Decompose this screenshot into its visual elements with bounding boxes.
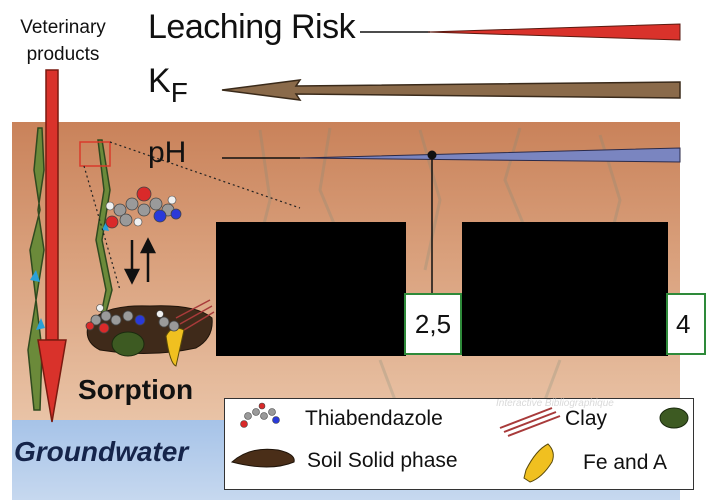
legend-clay-label: Clay <box>565 407 608 430</box>
equilibrium-arrows <box>123 237 157 285</box>
soil-cracks <box>27 127 113 411</box>
legend-thiabendazole-label: Thiabendazole <box>305 407 443 430</box>
kf-subscript: F <box>170 77 188 108</box>
veterinary-flow-arrow <box>37 69 67 423</box>
zoom-indicator <box>79 141 301 291</box>
clay-streaks <box>175 299 215 331</box>
kf-label: KF <box>148 62 188 109</box>
ph-value-box: 4 <box>666 293 706 355</box>
leaching-risk-arrow <box>360 23 681 41</box>
ph-value-box: 2,5 <box>404 293 462 355</box>
molecule-panel-neutral <box>216 222 406 356</box>
sorbed-complex <box>85 299 215 367</box>
legend-soil-solid-label: Soil Solid phase <box>307 449 458 472</box>
kf-main-text: K <box>148 62 171 100</box>
free-thiabendazole-molecule <box>105 186 182 229</box>
watermark: Interactive Bibliographique <box>496 398 614 409</box>
molecule-panel-protonated <box>462 222 668 356</box>
ph-label: pH <box>148 136 187 169</box>
water-pockets <box>30 222 109 330</box>
veterinary-products-label: Veterinary products <box>20 17 106 65</box>
groundwater-label: Groundwater <box>14 436 189 467</box>
leaching-risk-label: Leaching Risk <box>148 8 356 46</box>
sorption-label: Sorption <box>78 374 194 405</box>
kf-arrow <box>221 79 681 101</box>
legend-box: Thiabendazole Clay Soil Solid phase Fe a… <box>224 398 694 490</box>
ph-arrow <box>222 147 681 294</box>
legend-fe-al-label: Fe and A <box>583 451 668 474</box>
